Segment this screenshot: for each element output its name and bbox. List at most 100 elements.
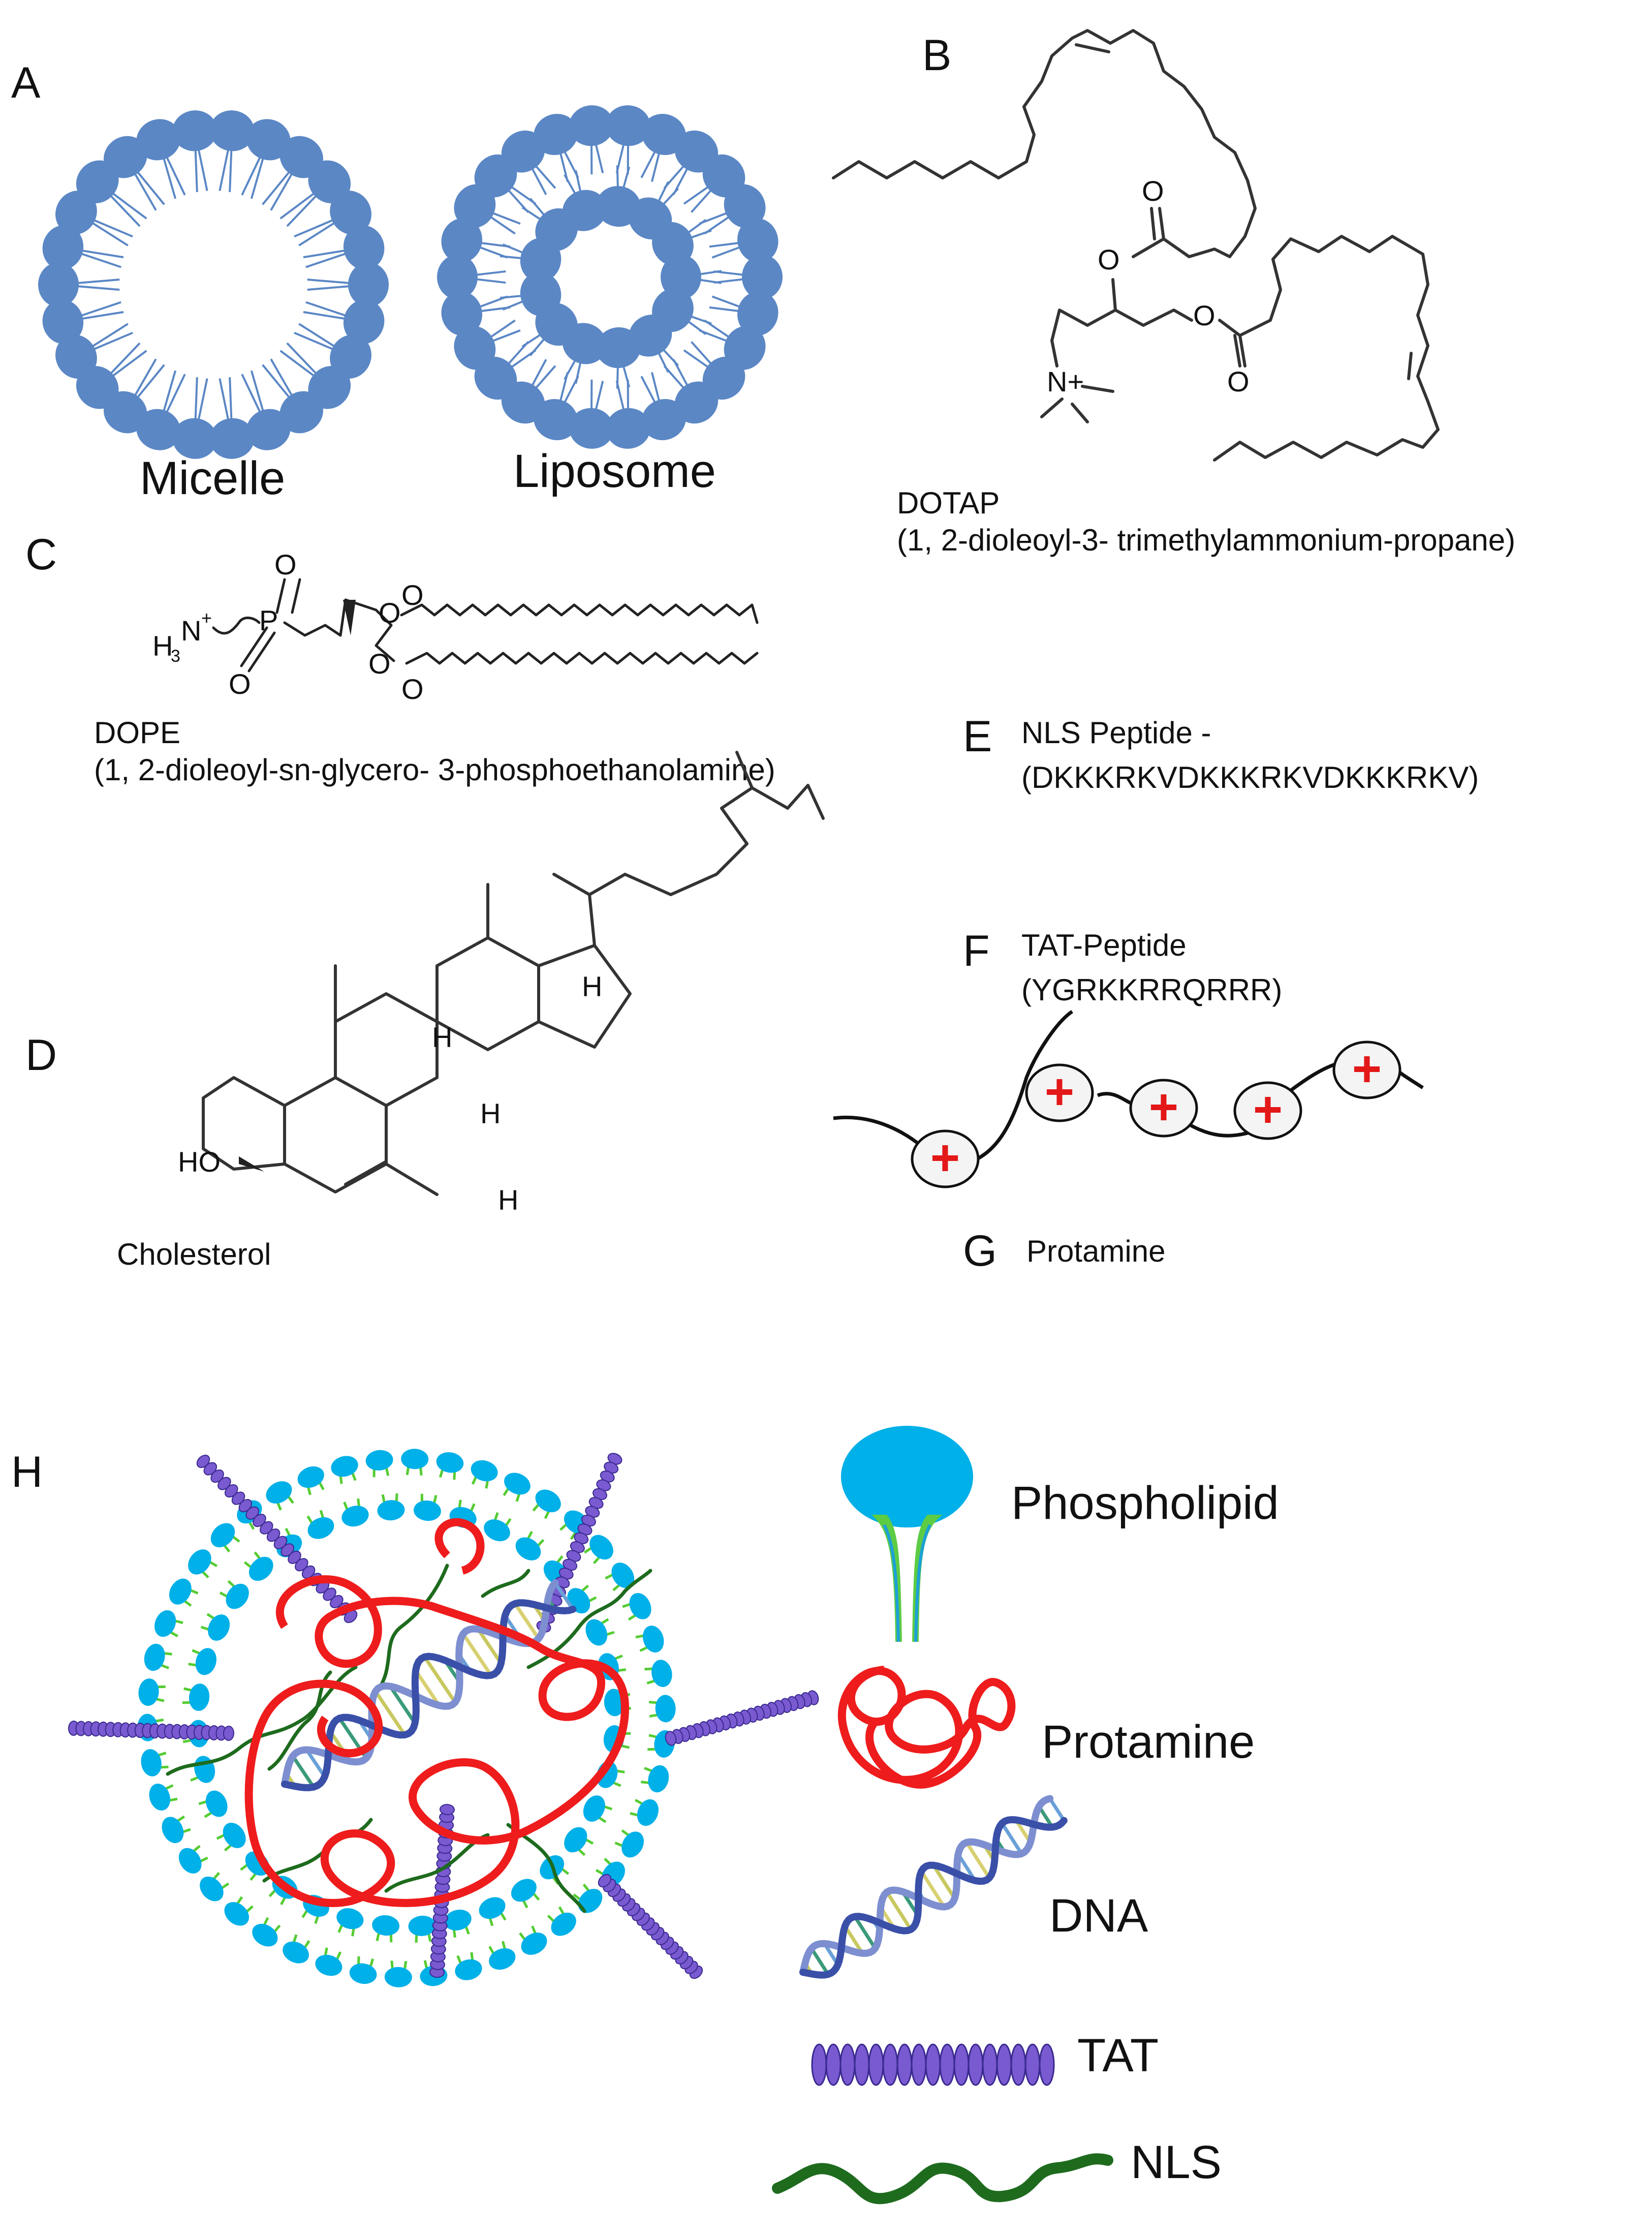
dna-helix-icon — [799, 1795, 1068, 1979]
protamine-coil-icon — [837, 1666, 1016, 1789]
cholesterol-h1: H — [582, 970, 602, 1002]
phospholipid-head — [144, 1643, 165, 1671]
micelle-diagram — [38, 110, 389, 459]
dna-base-pair — [414, 1669, 441, 1707]
phospholipid-head — [248, 1556, 273, 1581]
lipid-head — [674, 381, 719, 424]
phospholipid-head — [331, 1456, 358, 1477]
tat-bead — [598, 1874, 612, 1888]
lipid-head — [209, 418, 255, 459]
protamine-loop — [434, 1518, 485, 1575]
lipid-head — [641, 399, 686, 441]
tat-bead — [939, 2043, 955, 2086]
tat-bead — [911, 2043, 927, 2086]
tat-bead — [996, 2043, 1012, 2086]
lipid-head — [348, 262, 389, 307]
phospholipid-head — [365, 1450, 393, 1471]
phospholipid-head — [297, 1466, 324, 1488]
liposome-label: Liposome — [513, 445, 716, 497]
legend-protamine-label: Protamine — [1042, 1716, 1255, 1768]
lipid-head — [42, 299, 84, 344]
tat-bead — [854, 2043, 870, 2086]
phospholipid-head — [637, 1799, 659, 1826]
cholesterol-hydroxyl: HO — [178, 1146, 221, 1178]
phospholipid-head — [210, 1523, 235, 1548]
dotap-o-ester-1: O — [1098, 243, 1120, 275]
dope-o3: O — [379, 597, 401, 629]
dna-base-pair — [305, 1749, 326, 1778]
lipid-head — [596, 327, 641, 369]
phospholipid-head — [504, 1473, 531, 1495]
lipid-head — [279, 391, 324, 434]
nls-strand — [166, 1665, 358, 1776]
nls-strand — [262, 1818, 373, 1883]
micelle-label: Micelle — [140, 452, 285, 504]
legend-nls-label: NLS — [1131, 2136, 1222, 2188]
tat-bead — [1024, 2043, 1041, 2086]
lipid-head — [55, 191, 97, 235]
cholesterol-rings — [202, 936, 632, 1196]
phospholipid-head — [585, 1619, 608, 1646]
lipid-head — [724, 184, 766, 228]
lipid-head — [308, 160, 351, 204]
tat-bead — [868, 2043, 884, 2086]
phospholipid-head — [377, 1500, 405, 1521]
phospholipid-head — [521, 1933, 547, 1955]
plus-symbol: + — [930, 1129, 960, 1186]
phospholipid-head — [611, 1563, 635, 1588]
phospholipid-head — [535, 1489, 561, 1513]
lipid-head — [569, 408, 614, 449]
phospholipid-head — [138, 1678, 159, 1706]
phospholipid-head — [223, 1822, 246, 1848]
dna-base-pair — [423, 1656, 457, 1704]
phospholipid-head — [205, 1790, 228, 1817]
phospholipid-head — [226, 1583, 249, 1609]
phospholipid-head — [169, 1578, 192, 1605]
panel-letter-c: C — [25, 530, 57, 579]
lipid-head — [38, 262, 79, 307]
phospholipid-head — [224, 1902, 250, 1926]
phospholipid-head — [154, 1610, 176, 1637]
phospholipid-head — [315, 1954, 342, 1976]
charge-bead-2: + — [1025, 1063, 1094, 1122]
nls-strand — [374, 1564, 449, 1695]
nls-peptide-sequence: (DKKKRKVDKKKRKVDKKKRKV) — [1021, 760, 1479, 794]
dotap-o-ester-2: O — [1193, 299, 1215, 331]
dna-base-pair — [965, 1841, 991, 1879]
phospholipid-head — [489, 1948, 516, 1970]
phospholipid-head — [195, 1648, 216, 1675]
phospholipid-head — [471, 1460, 498, 1482]
legend-dna-label: DNA — [1049, 1890, 1148, 1942]
lipid-head — [562, 190, 607, 231]
tat-bead — [440, 1803, 455, 1816]
lipid-head — [520, 271, 562, 317]
lipid-head — [534, 113, 578, 156]
dna-strand — [799, 1795, 1054, 1976]
tat-bead — [825, 2043, 841, 2086]
cholesterol-h4: H — [498, 1184, 518, 1216]
phospholipid-head — [604, 1689, 625, 1717]
dotap-upper-double-bond — [1075, 43, 1110, 53]
phospholipid-head — [283, 1941, 309, 1964]
panel-a: A Micelle Liposome — [11, 58, 783, 504]
lipid-head — [330, 191, 371, 235]
dna-base-pair — [461, 1633, 493, 1676]
legend-tat-label: TAT — [1077, 2030, 1159, 2081]
phospholipid-head — [341, 1506, 369, 1527]
plus-symbol: + — [1253, 1081, 1283, 1138]
lipid-head — [569, 105, 614, 146]
liposome-diagram — [437, 105, 783, 449]
dna-base-pair — [931, 1864, 956, 1900]
phospholipid-head — [349, 1963, 377, 1984]
phospholipid-head — [511, 1879, 537, 1902]
lipid-head — [343, 299, 385, 344]
lipid-head — [103, 136, 147, 178]
dope-amine-h: H — [152, 630, 173, 662]
phospholipid-head — [436, 1452, 464, 1473]
phospholipid-head — [189, 1683, 210, 1711]
protamine-name: Protamine — [1026, 1234, 1165, 1268]
phospholipid-head — [589, 1535, 613, 1560]
lipid-head — [737, 218, 778, 263]
lipid-head — [42, 225, 84, 270]
